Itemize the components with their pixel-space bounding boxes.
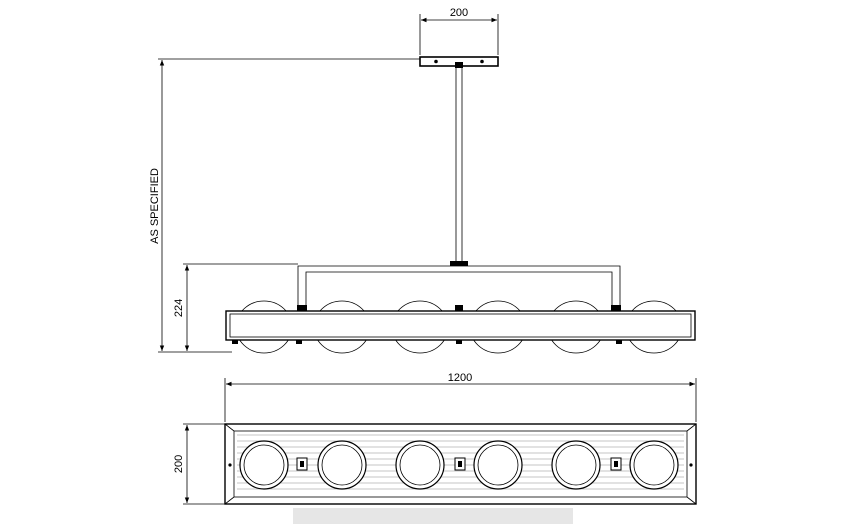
canopy-width-label: 200 [450, 7, 468, 19]
fixture-body [225, 310, 696, 341]
dim-plan-depth: 200 [173, 423, 225, 505]
dim-drop-height: AS SPECIFIED [149, 58, 420, 353]
drop-height-label: AS SPECIFIED [149, 168, 161, 244]
plan-mount-blocks [296, 457, 622, 471]
yoke-frame [297, 265, 621, 310]
plan-view [224, 423, 697, 524]
dim-canopy-width: 200 [419, 7, 499, 55]
plan-depth-label: 200 [173, 455, 185, 473]
fixture-height-label: 224 [173, 299, 185, 317]
watermark [293, 508, 573, 524]
dim-fixture-length: 1200 [224, 372, 697, 422]
elevation-view [225, 56, 696, 354]
dim-fixture-height: 224 [173, 263, 298, 351]
suspension-rod [455, 65, 463, 265]
fixture-length-label: 1200 [448, 372, 472, 384]
plan-lamps [239, 440, 679, 490]
